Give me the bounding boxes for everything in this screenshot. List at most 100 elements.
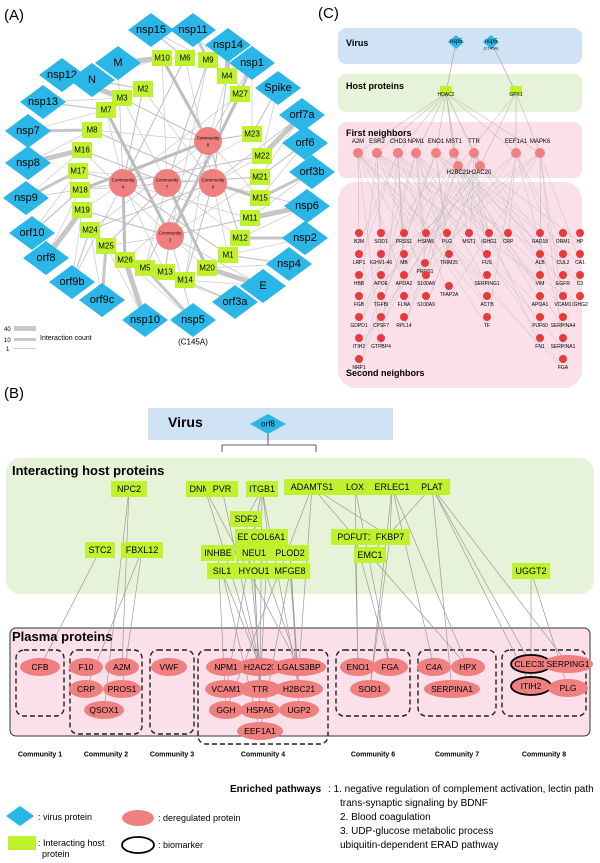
virus-diamond <box>205 28 251 62</box>
virus-spike: Spike <box>255 71 301 105</box>
edge <box>435 152 449 244</box>
host-square <box>414 479 450 495</box>
c-second-prss1: PRSS1 <box>396 229 412 245</box>
deregulated-node <box>543 655 593 673</box>
edge <box>415 152 450 265</box>
virus-diamond <box>448 35 464 49</box>
second-neighbor-node <box>576 292 584 300</box>
b-plasma-label: CFB <box>32 662 49 672</box>
b-host-label: ADAMTS1 <box>291 482 334 492</box>
edge <box>389 486 393 538</box>
b-plasma-hpx: HPX <box>451 658 485 676</box>
module-m20: M20 <box>197 260 217 276</box>
virus-nsp15: nsp15 <box>128 13 174 47</box>
c-second-label: SOD1 <box>374 239 388 245</box>
edge <box>397 152 488 307</box>
virus-label: E <box>259 280 266 292</box>
host-square <box>230 511 262 527</box>
b-plasma-label: PROS1 <box>108 684 137 694</box>
virus-diamond <box>170 13 216 47</box>
module-square <box>68 163 88 179</box>
c-second-ighg2: IGHG2 <box>572 292 588 308</box>
edge <box>431 486 532 687</box>
first-neighbor-node <box>453 161 463 171</box>
c-second-c3: C3 <box>576 271 584 287</box>
second-neighbor-node <box>559 250 567 258</box>
c-second-puf60: PUF60 <box>532 313 548 329</box>
legend-value-40: 40 <box>4 327 11 333</box>
edge <box>166 133 253 184</box>
virus-diamond <box>79 283 125 317</box>
b-host-label: FBXL12 <box>126 545 159 555</box>
b-host-npc2: NPC2 <box>111 481 147 497</box>
c-second-label: HSPA5 <box>418 239 434 245</box>
enriched-pathways: Enriched pathways : 1. negative regulati… <box>230 784 594 851</box>
community-box <box>417 649 497 717</box>
module-m5: M5 <box>135 260 155 276</box>
edge <box>445 92 517 154</box>
second-neighbor-node <box>355 250 363 258</box>
b-host-label: SDF2 <box>234 514 257 524</box>
virus-diamond <box>170 303 216 337</box>
c-second-label: APOA1 <box>532 302 549 308</box>
c-second-mst1: MST1 <box>462 229 476 245</box>
b-host-fkbp7: FKBP7 <box>370 529 410 545</box>
module-label: M12 <box>232 234 248 243</box>
host-square <box>370 529 410 545</box>
edge <box>457 165 542 265</box>
b-host-label: NPC2 <box>117 484 141 494</box>
b-plasma-label: C4A <box>426 662 443 672</box>
c-first-label: CHD3 <box>390 139 407 145</box>
b-host-label: NEU1 <box>242 548 266 558</box>
panel-a-label: (A) <box>4 7 24 24</box>
host-square <box>207 563 237 579</box>
community-label-1: Community 1 <box>18 752 62 759</box>
module-square <box>230 230 250 246</box>
edge <box>380 152 475 328</box>
edge <box>445 92 541 154</box>
c-second-label: IGHG2 <box>572 302 588 308</box>
virus-label: nsp7 <box>16 125 40 137</box>
virus-orf10: orf10 <box>9 216 55 250</box>
edge <box>515 92 541 154</box>
c-second-label: SERPING1 <box>474 281 500 287</box>
b-host-pvr: PVR <box>206 481 238 497</box>
b-plasma-label: GGH <box>216 705 235 715</box>
edge <box>448 152 541 298</box>
community-label-6: Community 7 <box>435 752 479 759</box>
c-second-label: EGFR <box>556 281 570 287</box>
b-host-label: ITGB1 <box>249 484 275 494</box>
edge <box>403 165 459 307</box>
edge <box>435 152 450 265</box>
virus-label: nsp13 <box>28 96 58 108</box>
c-second-apoa2: APOA2 <box>396 271 413 287</box>
legend-biomarker-text: : biomarker <box>158 840 203 850</box>
community-label: Community <box>197 136 221 141</box>
module-m17: M17 <box>68 163 88 179</box>
b-host-plat: PLAT <box>414 479 450 495</box>
second-neighbor-node <box>559 292 567 300</box>
edge <box>490 41 517 94</box>
virus-nsp14: nsp14 <box>205 28 251 62</box>
edge <box>415 152 488 286</box>
c-host-label: HDAC2 <box>438 92 455 98</box>
edge <box>415 152 564 370</box>
c-second-label: TFAP2A <box>440 292 459 298</box>
c-first-label: H2BC21 <box>447 170 470 176</box>
virus-label: orf8 <box>37 252 56 264</box>
edge <box>397 152 564 307</box>
c-second-label: APOA2 <box>396 281 413 287</box>
c-first-ttr: TTR <box>468 139 480 158</box>
b-plasma-eef1a1: EEF1A1 <box>237 722 283 740</box>
edge <box>376 152 542 349</box>
edge <box>358 152 437 328</box>
second-neighbor-node <box>422 292 430 300</box>
edge <box>81 209 171 237</box>
c-second-label: CUL2 <box>557 260 570 266</box>
second-neighbor-node <box>536 292 544 300</box>
deregulated-node <box>272 658 326 676</box>
deregulated-node <box>240 701 280 719</box>
pathway-line-3: 2. Blood coagulation <box>340 812 431 823</box>
b-plasma-crp: CRP <box>69 680 103 698</box>
b-plasma-c4a: C4A <box>417 658 451 676</box>
